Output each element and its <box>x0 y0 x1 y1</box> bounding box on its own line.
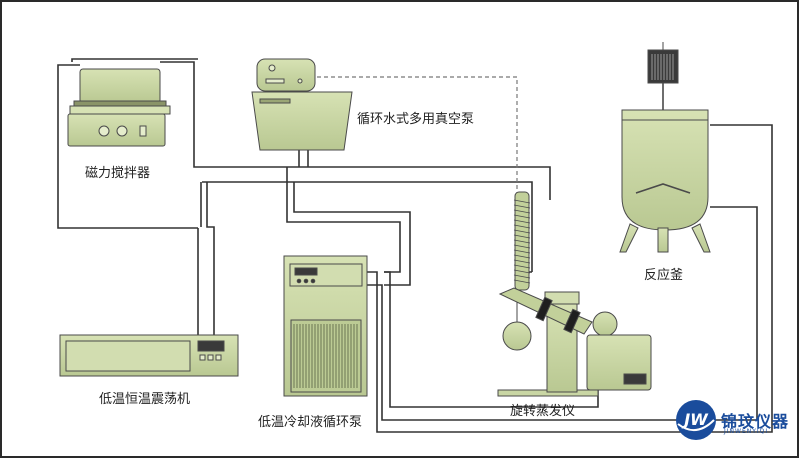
label-shaker: 低温恒温震荡机 <box>99 392 191 407</box>
label-magnetic-stirrer: 磁力搅拌器 <box>85 166 151 181</box>
label-vacuum-pump: 循环水式多用真空泵 <box>357 112 475 127</box>
reactor <box>619 42 711 253</box>
chiller <box>283 255 368 397</box>
magnetic-stirrer <box>67 68 171 147</box>
chiller-vents <box>293 324 358 388</box>
vacuum-pump <box>251 58 353 151</box>
vacuum-line <box>317 76 518 197</box>
brand-logo: JW <box>676 400 716 440</box>
shaker <box>59 334 239 377</box>
logo-name: 锦玟仪器 <box>721 412 790 431</box>
rotary-evaporator <box>497 191 652 397</box>
label-chiller: 低温冷却液循环泵 <box>258 415 363 430</box>
pipes <box>57 58 773 433</box>
svg-text:JW: JW <box>681 410 709 429</box>
logo-subtitle: JINWENYIQI <box>724 428 769 435</box>
label-rotary-evaporator: 旋转蒸发仪 <box>510 404 576 419</box>
label-reactor: 反应釜 <box>644 268 684 283</box>
